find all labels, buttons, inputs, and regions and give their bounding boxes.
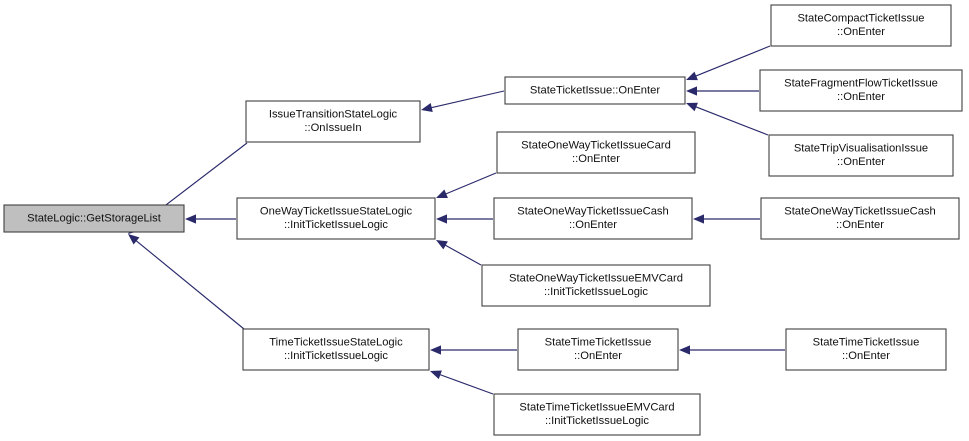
node-state-one-way-ticket-issue-emv-card-init-ticket-issue-logic[interactable]: StateOneWayTicketIssueEMVCard::InitTicke…: [481, 264, 711, 307]
edge-arrowhead: [185, 214, 196, 224]
edge-arrowhead: [128, 234, 140, 245]
edge-one-way-state-logic-to-get-storage-list: [185, 214, 236, 224]
node-box[interactable]: [768, 134, 954, 177]
node-issue-transition-state-logic-on-issue-in[interactable]: IssueTransitionStateLogic::OnIssueIn: [245, 100, 421, 143]
edge-arrowhead: [430, 345, 441, 355]
node-state-time-ticket-issue-on-enter-right[interactable]: StateTimeTicketIssue::OnEnter: [785, 328, 947, 371]
node-box[interactable]: [760, 197, 960, 240]
node-box[interactable]: [3, 204, 185, 233]
edge-time-ticket-issue-to-time-state-logic: [430, 345, 517, 355]
edge-compact-to-state-ticket-issue: [686, 45, 771, 81]
node-box[interactable]: [481, 264, 711, 307]
edge-one-way-card-to-one-way-state-logic: [436, 172, 497, 199]
node-box[interactable]: [493, 197, 693, 240]
node-state-logic-get-storage-list[interactable]: StateLogic::GetStorageList: [3, 204, 185, 233]
edge-one-way-cash-to-one-way-state-logic: [436, 214, 493, 224]
edge-line: [694, 45, 771, 77]
node-box[interactable]: [242, 328, 430, 371]
node-state-one-way-ticket-issue-cash-on-enter[interactable]: StateOneWayTicketIssueCash::OnEnter: [493, 197, 693, 240]
edge-state-ticket-issue-to-issue-transition: [421, 90, 505, 113]
edge-arrowhead: [436, 189, 448, 199]
edge-time-state-logic-to-get-storage-list: [128, 234, 245, 330]
edges-layer: [128, 45, 785, 395]
node-state-one-way-ticket-issue-card-on-enter[interactable]: StateOneWayTicketIssueCard::OnEnter: [496, 131, 696, 174]
node-box[interactable]: [493, 393, 701, 436]
node-one-way-ticket-issue-state-logic-init-ticket-issue-logic[interactable]: OneWayTicketIssueStateLogic::InitTicketI…: [236, 197, 436, 240]
edge-arrowhead: [436, 240, 448, 250]
node-box[interactable]: [770, 4, 952, 47]
edge-trip-visualisation-to-state-ticket-issue: [686, 102, 769, 136]
node-time-ticket-issue-state-logic-init-ticket-issue-logic[interactable]: TimeTicketIssueStateLogic::InitTicketIss…: [242, 328, 430, 371]
edge-line: [438, 373, 494, 395]
node-box[interactable]: [785, 328, 947, 371]
nodes-layer: StateLogic::GetStorageList IssueTransitio…: [3, 4, 963, 436]
edge-cash-right-to-cash-middle: [693, 214, 760, 224]
node-box[interactable]: [496, 131, 696, 174]
node-state-fragment-flow-ticket-issue-on-enter[interactable]: StateFragmentFlowTicketIssue::OnEnter: [759, 69, 963, 112]
node-box[interactable]: [517, 328, 679, 371]
node-box[interactable]: [245, 100, 421, 143]
edge-time-emv-to-time-state-logic: [430, 370, 494, 395]
node-state-time-ticket-issue-on-enter-middle[interactable]: StateTimeTicketIssue::OnEnter: [517, 328, 679, 371]
node-state-ticket-issue-on-enter[interactable]: StateTicketIssue::OnEnter: [504, 76, 686, 105]
edge-line: [444, 172, 497, 195]
node-box[interactable]: [504, 76, 686, 105]
edge-arrowhead: [693, 214, 704, 224]
edge-line: [430, 90, 505, 109]
edge-arrowhead: [686, 102, 698, 112]
node-state-compact-ticket-issue-on-enter[interactable]: StateCompactTicketIssue::OnEnter: [770, 4, 952, 47]
edge-arrowhead: [430, 370, 442, 380]
edge-line: [134, 239, 245, 330]
edge-one-way-emv-to-one-way-state-logic: [436, 240, 482, 266]
edge-arrowhead: [686, 71, 698, 81]
edge-arrowhead: [421, 103, 433, 113]
node-box[interactable]: [759, 69, 963, 112]
node-box[interactable]: [236, 197, 436, 240]
edge-arrowhead: [436, 214, 447, 224]
edge-line: [444, 244, 482, 266]
edge-line: [694, 105, 769, 136]
node-state-time-ticket-issue-emv-card-init-ticket-issue-logic[interactable]: StateTimeTicketIssueEMVCard::InitTicketI…: [493, 393, 701, 436]
edge-arrowhead: [686, 86, 697, 96]
node-state-one-way-ticket-issue-cash-on-enter-right[interactable]: StateOneWayTicketIssueCash::OnEnter: [760, 197, 960, 240]
edge-fragment-flow-to-state-ticket-issue: [686, 86, 759, 96]
edge-time-right-to-time-middle: [679, 345, 785, 355]
node-state-trip-visualisation-issue-on-enter[interactable]: StateTripVisualisationIssue::OnEnter: [768, 134, 954, 177]
edge-arrowhead: [679, 345, 690, 355]
